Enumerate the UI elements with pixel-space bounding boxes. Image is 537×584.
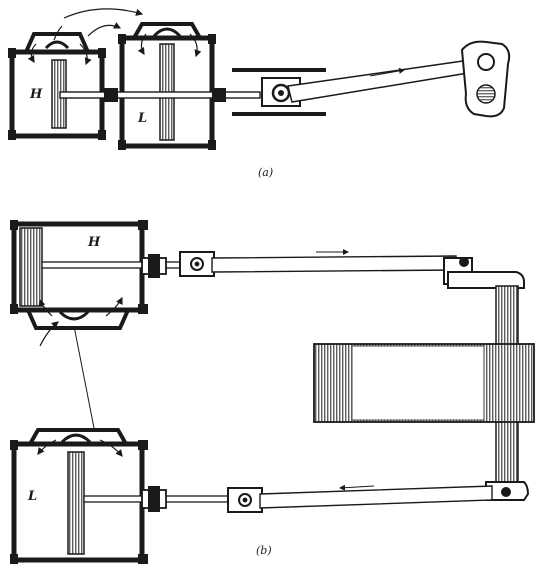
fig-a-high-pressure-cylinder	[8, 32, 106, 140]
fig-a-caption: (a)	[258, 166, 273, 179]
fig-b-low-pressure-piston	[67, 451, 85, 555]
figure-a: H L (a)	[8, 8, 511, 179]
fig-b-receiver-pipe	[73, 325, 95, 429]
fig-a-low-pressure-cylinder	[118, 22, 216, 150]
fig-b-lower-crank	[485, 481, 530, 501]
figure-b: H L (b)	[10, 220, 535, 564]
fig-b-low-pressure-crosshead	[227, 487, 263, 513]
fig-b-high-pressure-label: H	[87, 235, 101, 250]
fig-b-high-pressure-crosshead	[179, 251, 215, 277]
fig-b-flywheel	[313, 343, 535, 423]
fig-b-high-pressure-connecting-rod	[211, 255, 457, 273]
fig-b-high-pressure-cylinder	[10, 220, 148, 347]
fig-a-connecting-rod	[287, 59, 475, 103]
fig-a-piston-rod	[59, 88, 261, 102]
fig-a-crank	[460, 40, 511, 118]
fig-a-low-pressure-label: L	[137, 111, 147, 126]
fig-b-high-pressure-piston	[19, 227, 43, 307]
fig-a-transfer-arrow	[63, 8, 144, 19]
fig-b-caption: (b)	[256, 544, 272, 557]
fig-b-low-pressure-label: L	[27, 489, 37, 504]
fig-b-upper-crank	[443, 257, 525, 289]
fig-b-low-pressure-connecting-rod	[259, 485, 493, 509]
fig-a-high-pressure-label: H	[29, 87, 43, 102]
